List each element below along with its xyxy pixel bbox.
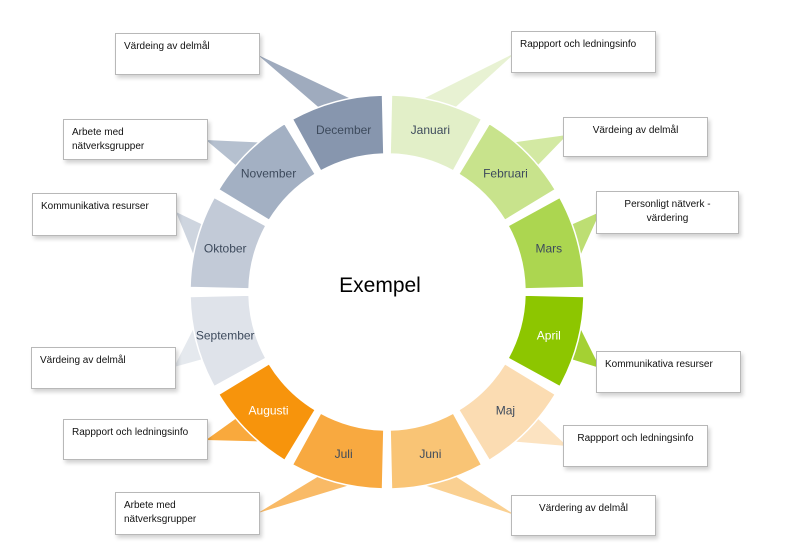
connector-juni (420, 475, 515, 515)
month-label-januari: Januari (411, 123, 450, 137)
connector-maj (512, 417, 567, 446)
callout-oktober-text: Kommunikativa resurser (41, 201, 149, 212)
callout-januari: Rappport och ledningsinfo (511, 31, 656, 73)
callout-mars-text: Personligt nätverk - värdering (624, 199, 711, 224)
callout-juni: Värdering av delmål (511, 495, 656, 536)
month-label-december: December (316, 123, 371, 137)
callout-juni-text: Värdering av delmål (539, 503, 628, 514)
callout-januari-text: Rappport och ledningsinfo (520, 39, 637, 50)
month-label-maj: Maj (496, 403, 515, 417)
callout-september: Värdeing av delmål (31, 347, 176, 389)
callout-mars: Personligt nätverk - värdering (596, 191, 739, 234)
segment-oktober (189, 196, 267, 290)
segment-mars (507, 196, 585, 290)
segment-december (291, 94, 385, 172)
connector-november (206, 140, 262, 167)
month-label-september: September (196, 328, 255, 342)
month-label-mars: Mars (535, 242, 562, 256)
callout-oktober: Kommunikativa resurser (32, 193, 177, 236)
segment-april (507, 294, 585, 388)
callout-april-text: Kommunikativa resurser (605, 359, 713, 370)
callout-augusti: Rappport och ledningsinfo (63, 419, 208, 460)
connector-december (258, 55, 354, 109)
connector-februari (512, 135, 567, 167)
callout-juli-text: Arbete med nätverksgrupper (124, 500, 197, 525)
callout-juli: Arbete med nätverksgrupper (115, 492, 260, 535)
connector-juli (258, 475, 354, 513)
month-label-februari: Februari (483, 167, 528, 181)
callout-november-text: Arbete med nätverksgrupper (72, 127, 145, 152)
center-title: Exempel (339, 274, 421, 297)
callout-december: Värdeing av delmål (115, 33, 260, 75)
connector-augusti (206, 417, 262, 442)
segment-september (189, 294, 267, 388)
segment-juli (291, 412, 385, 490)
segment-november (217, 122, 317, 222)
month-label-november: November (241, 167, 296, 181)
callout-september-text: Värdeing av delmål (40, 355, 126, 366)
callout-februari-text: Värdeing av delmål (592, 125, 679, 136)
callout-maj: Rappport och ledningsinfo (563, 425, 708, 467)
segment-augusti (217, 362, 317, 462)
segment-februari (457, 122, 557, 222)
month-label-oktober: Oktober (204, 242, 247, 256)
connector-januari (420, 53, 515, 109)
segment-maj (457, 362, 557, 462)
month-label-juli: Juli (335, 447, 353, 461)
callout-februari: Värdeing av delmål (563, 117, 708, 157)
month-ring (189, 94, 585, 490)
segment-januari (389, 94, 483, 172)
callout-augusti-text: Rappport och ledningsinfo (72, 427, 189, 438)
callout-december-text: Värdeing av delmål (124, 41, 210, 52)
callout-november: Arbete med nätverksgrupper (63, 119, 208, 160)
callout-maj-text: Rappport och ledningsinfo (577, 433, 694, 444)
month-label-juni: Juni (419, 447, 441, 461)
segment-juni (389, 412, 483, 490)
month-label-april: April (537, 328, 561, 342)
callout-april: Kommunikativa resurser (596, 351, 741, 393)
month-label-augusti: Augusti (249, 403, 289, 417)
